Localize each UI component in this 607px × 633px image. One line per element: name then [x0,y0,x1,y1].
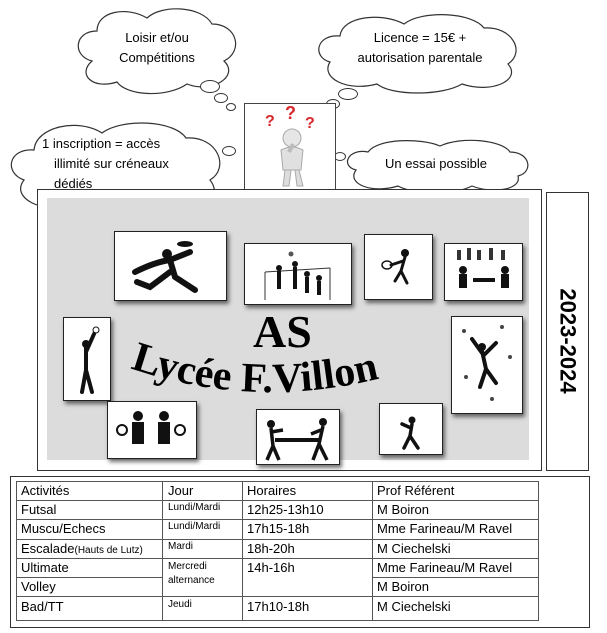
header-horaires: Horaires [247,483,297,498]
cell-activity-name: Escalade [21,541,75,556]
weightlifting-icon [116,411,186,444]
header-prof: Prof Référent [377,483,455,498]
table-tennis-icon [265,418,329,461]
cloud-essai: Un essai possible [342,138,530,194]
title-lycee-wrap: Lycée F.Villon [120,334,450,420]
thinking-person-icon: ? ? ? [265,104,315,187]
cloud-inscription-text: 1 inscription = accès illimité sur créne… [42,134,212,194]
cloud-licence-text: Licence = 15€ + autorisation parentale [330,28,510,68]
col-divider [162,482,163,620]
frisbee-icon [132,241,198,293]
tennis-picture [364,234,433,300]
weightlifting-picture [107,401,197,459]
cell-activity: Ultimate [21,560,69,575]
inscription-line-1: 1 inscription = accès [42,136,161,151]
col-divider [372,482,373,620]
svg-text:?: ? [305,115,315,132]
cloud-tail-1 [200,80,220,93]
svg-text:Lycée F.Villon: Lycée F.Villon [127,340,382,402]
year-label: 2023-2024 [555,288,581,394]
badminton-icon [400,416,420,450]
cell-activity: Volley [21,579,56,594]
inscription-line-3: dédiés [54,176,93,191]
cell-hours: 17h10-18h [247,599,310,614]
cell-hours: 17h15-18h [247,521,310,536]
cloud-tail-1 [338,88,358,100]
cloud-tail-1 [222,146,236,156]
cell-prof: M Boiron [377,579,430,594]
svg-text:?: ? [265,113,275,130]
cell-prof: M Boiron [377,502,430,517]
chess-icon [457,248,509,288]
title-as: AS [253,306,312,357]
cell-day: Lundi/Mardi [168,521,221,532]
licence-line-1: Licence = 15€ + [373,30,467,45]
cell-day: Mardi [168,541,194,552]
cell-hours: 14h-16h [247,560,295,575]
cell-day: alternance [168,575,215,586]
cell-activity: Muscu/Echecs [21,521,106,536]
cell-activity: Bad/TT [21,599,64,614]
cloud-tail-3 [226,103,236,111]
title-lycee-curve: Lycée F.Villon [127,334,382,403]
chess-picture [444,243,523,301]
loisir-line: Loisir et/ou Compétitions [119,30,195,65]
basketball-icon [80,326,100,394]
col-divider [242,482,243,620]
cloud-shape [346,139,529,194]
cell-day: Lundi/Mardi [168,502,221,513]
cell-prof: M Ciechelski [377,541,451,556]
row-divider [17,558,538,559]
schedule-frame [10,476,590,628]
cell-prof: M Ciechelski [377,599,451,614]
svg-text:?: ? [285,104,296,123]
row-divider [17,519,538,520]
table-tennis-picture [256,409,340,465]
cloud-loisir-text: Loisir et/ou Compétitions [92,28,222,68]
cell-prof: Mme Farineau/M Ravel [377,521,513,536]
cell-day: Mercredi [168,561,207,572]
cloud-tail-2 [214,93,228,103]
cell-hours: 18h-20h [247,541,295,556]
cloud-licence: Licence = 15€ + autorisation parentale [312,12,527,94]
row-divider [17,500,538,501]
cell-day: Jeudi [168,599,192,610]
frisbee-picture [114,231,227,301]
cloud-loisir: Loisir et/ou Compétitions [72,6,242,95]
volleyball-icon [264,251,331,300]
climbing-picture [451,316,523,414]
cloud-shape [318,14,517,94]
volleyball-picture [244,243,352,305]
thinking-person-picture: ? ? ? [244,103,336,191]
title-lycee: Lycée F.Villon [127,334,382,403]
inscription-line-2: illimité sur créneaux [54,156,169,171]
cloud-shape [77,8,237,95]
cell-activity: Escalade(Hauts de Lutz) [21,540,143,558]
header-jour: Jour [168,483,194,498]
schedule-table: Activités Jour Horaires Prof Référent Fu… [16,481,539,621]
row-divider [17,577,162,578]
year-box [546,192,589,471]
cell-activity: Futsal [21,502,57,517]
row-divider [17,539,538,540]
licence-line-2: autorisation parentale [357,50,483,65]
row-divider [17,596,538,597]
header-activites: Activités [21,483,70,498]
cell-hours: 12h25-13h10 [247,502,324,517]
badminton-picture [379,403,443,455]
cloud-essai-text: Un essai possible [385,156,487,171]
row-divider [372,577,538,578]
cell-prof: Mme Farineau/M Ravel [377,560,513,575]
climbing-icon [462,325,512,401]
basketball-picture [63,317,111,401]
cell-activity-note: (Hauts de Lutz) [74,545,143,556]
tennis-icon [381,249,409,285]
